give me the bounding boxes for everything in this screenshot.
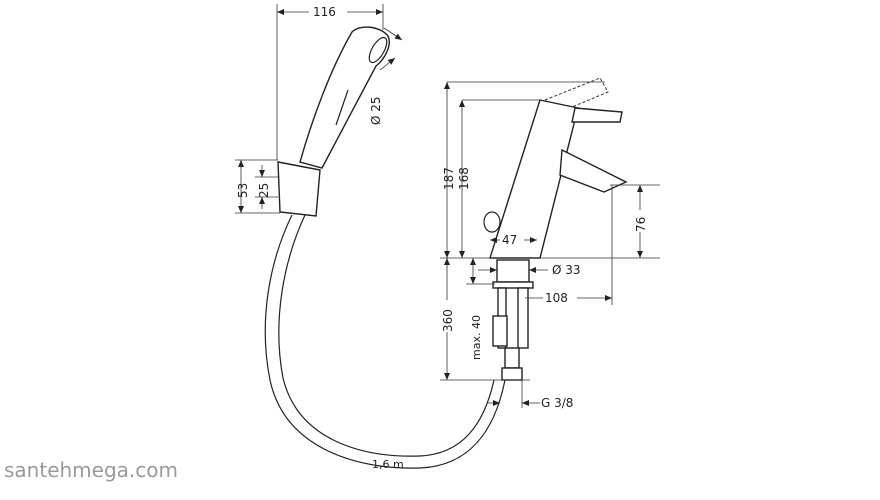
dim-168: 168 [457,167,471,190]
dim-116: 116 [313,5,336,19]
spout [559,148,628,193]
dim-25: 25 [257,183,271,198]
threaded-rod [517,287,529,349]
dim-53: 53 [236,183,250,198]
dim-360: 360 [441,309,455,332]
mounting-shank [496,259,530,283]
shower-nozzle [368,36,388,64]
dim-g-3-8: G 3/8 [541,396,573,410]
dim-187: 187 [442,167,456,190]
lever-dashed [544,77,609,113]
dim-diameter-25: Ø 25 [369,96,383,125]
dim-diameter-33: Ø 33 [552,263,581,277]
lever [571,107,623,123]
dim-47: 47 [502,233,517,247]
hose-fitting [504,347,520,369]
pop-up-knob [483,211,501,233]
dim-76: 76 [634,217,648,232]
valve [492,315,508,347]
hose [264,214,506,469]
connector-nut [501,367,523,381]
dim-108: 108 [545,291,568,305]
hose-inner [278,214,495,457]
dim-max-40: max. 40 [470,315,483,360]
dim-hose-length: 1,6 m [372,458,404,471]
shower-button [335,89,349,126]
shower-holder [277,161,321,217]
watermark: santehmega.com [4,458,178,482]
mounting-nut [492,281,534,289]
hand-shower [299,26,390,169]
